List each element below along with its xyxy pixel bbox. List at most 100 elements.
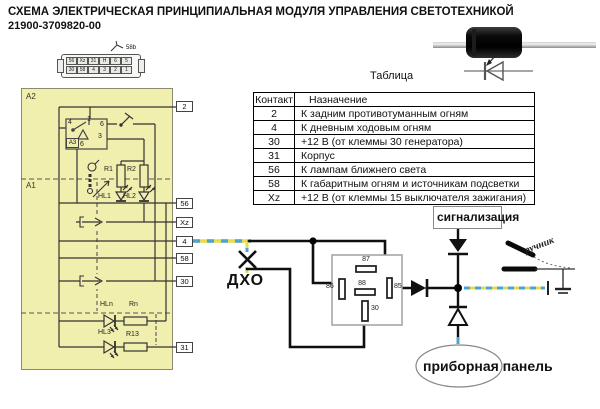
drl-label: ДХО — [227, 272, 265, 289]
label-hl1: HL1 — [98, 193, 111, 200]
terminal-58: 58 — [176, 253, 193, 264]
connector-pin: 58 — [77, 66, 88, 74]
relay-pin88-bar — [354, 288, 376, 296]
label-rn: Rn — [129, 301, 138, 308]
label-hln: HLn — [100, 301, 113, 308]
diode-symbol — [464, 60, 533, 82]
terminal-2: 2 — [176, 101, 193, 112]
resistor-r1-icon — [116, 164, 126, 188]
inner-pin-1: 1 — [87, 116, 91, 123]
terminal-4: 4 — [176, 236, 193, 247]
switch-arrow-icon-xz — [79, 214, 106, 229]
connector-pin: 6 — [110, 57, 121, 65]
connector-label: 58b — [126, 45, 137, 51]
handbrake-wire — [456, 286, 545, 344]
inner-pin-6: 6 — [100, 121, 104, 128]
relay-pin88-label: 88 — [358, 280, 366, 287]
led-hl2-icon — [137, 184, 156, 202]
connector-pin: 31 — [88, 57, 99, 65]
terminal-30: 30 — [176, 276, 193, 287]
handbrake-switch-icon — [501, 240, 575, 295]
switch-arrow-icon-30 — [79, 274, 106, 289]
drl-wire — [193, 239, 251, 273]
terminal-31: 31 — [176, 342, 193, 353]
connector-row-top: 56 Xz 31 Н 6 5 — [66, 57, 132, 65]
junction-dot — [454, 284, 462, 292]
toggle-switch-icon — [119, 112, 134, 127]
connector-pin: 4 — [88, 66, 99, 74]
part-number: 21900-3709820-00 — [8, 20, 101, 32]
table-row: Xz+12 В (от клеммы 15 выключателя зажига… — [253, 190, 535, 205]
inner-pin-3: 3 — [98, 133, 102, 140]
terminal-56: 56 — [176, 198, 193, 209]
resistor-r2-icon — [139, 164, 149, 188]
cell-purpose: К габаритным огням и источникам подсветк… — [294, 176, 535, 191]
label-r1: R1 — [104, 166, 113, 173]
resistor-rn-icon — [123, 316, 148, 326]
inner-relay-icon — [65, 118, 108, 150]
panel-ellipse — [415, 344, 503, 388]
col-header-contact: Контакт — [253, 92, 295, 107]
light-switch-icon — [86, 159, 110, 198]
connector-fork-icon — [110, 40, 124, 52]
diode-panel-icon — [447, 305, 469, 326]
relay-pin85-bar — [386, 277, 393, 299]
diode-85-icon — [411, 279, 429, 297]
relay-pin85-label: 85 — [394, 283, 402, 290]
terminal-xz: Xz — [176, 217, 193, 228]
connector-pin: 5 — [121, 57, 132, 65]
label-r2: R2 — [127, 166, 136, 173]
relay-pin30-label: 30 — [371, 305, 379, 312]
label-r13: R13 — [126, 331, 139, 338]
inner-pin-4: 4 — [68, 119, 72, 126]
page-title: СХЕМА ЭЛЕКТРИЧЕСКАЯ ПРИНЦИПИАЛЬНАЯ МОДУЛ… — [8, 6, 514, 18]
led-hl3-icon — [103, 339, 119, 359]
connector-row-bottom: 30 58 4 3 2 1 — [66, 66, 132, 74]
relay-pin30-bar — [361, 300, 369, 322]
alarm-box — [433, 206, 502, 229]
table-header-row: Контакт Назначение — [253, 92, 535, 107]
relay-pin87-bar — [355, 265, 377, 273]
connector-pin: 3 — [99, 66, 110, 74]
label-hl3: HL3 — [98, 329, 111, 336]
table-caption: Таблица — [370, 70, 414, 82]
alarm-label: сигнализация — [437, 210, 520, 224]
diode-alarm-icon — [448, 229, 468, 256]
resistor-r13-icon — [123, 342, 148, 352]
connector-pin: 1 — [121, 66, 132, 74]
region-a2-label: A2 — [26, 92, 36, 101]
cell-purpose: +12 В (от клеммы 15 выключателя зажигани… — [294, 190, 535, 205]
diode-pointer-arrow — [486, 55, 496, 66]
connector-pin: 2 — [110, 66, 121, 74]
relay-pin86-label: 86 — [326, 283, 334, 290]
inner-block-a3-label: A3 — [66, 138, 79, 148]
connector-pin: Н — [99, 57, 110, 65]
relay-icon — [331, 254, 403, 326]
diode-photo-band — [472, 29, 476, 56]
ground-icon — [555, 269, 571, 294]
region-a1-label: A1 — [26, 181, 36, 190]
cut-x-icon — [238, 250, 257, 269]
connector-lug-right — [138, 59, 145, 73]
cell-contact: Xz — [253, 190, 295, 205]
relay-pin87-label: 87 — [362, 256, 370, 263]
relay-pin86-bar — [338, 278, 346, 300]
cell-purpose: К дневным ходовым огням — [294, 120, 535, 135]
led-hl1-icon — [114, 184, 133, 202]
panel-label: приборная панель — [423, 358, 553, 374]
connector-pin: Xz — [77, 57, 88, 65]
resistor-icons — [116, 164, 149, 352]
connector-lug-left — [57, 59, 64, 73]
junction-dot — [309, 237, 317, 245]
inner-pin-6b: 6 — [80, 141, 84, 148]
led-hln-icon — [103, 313, 119, 333]
label-hl2: HL2 — [123, 193, 136, 200]
module-divider-lines — [21, 178, 173, 345]
